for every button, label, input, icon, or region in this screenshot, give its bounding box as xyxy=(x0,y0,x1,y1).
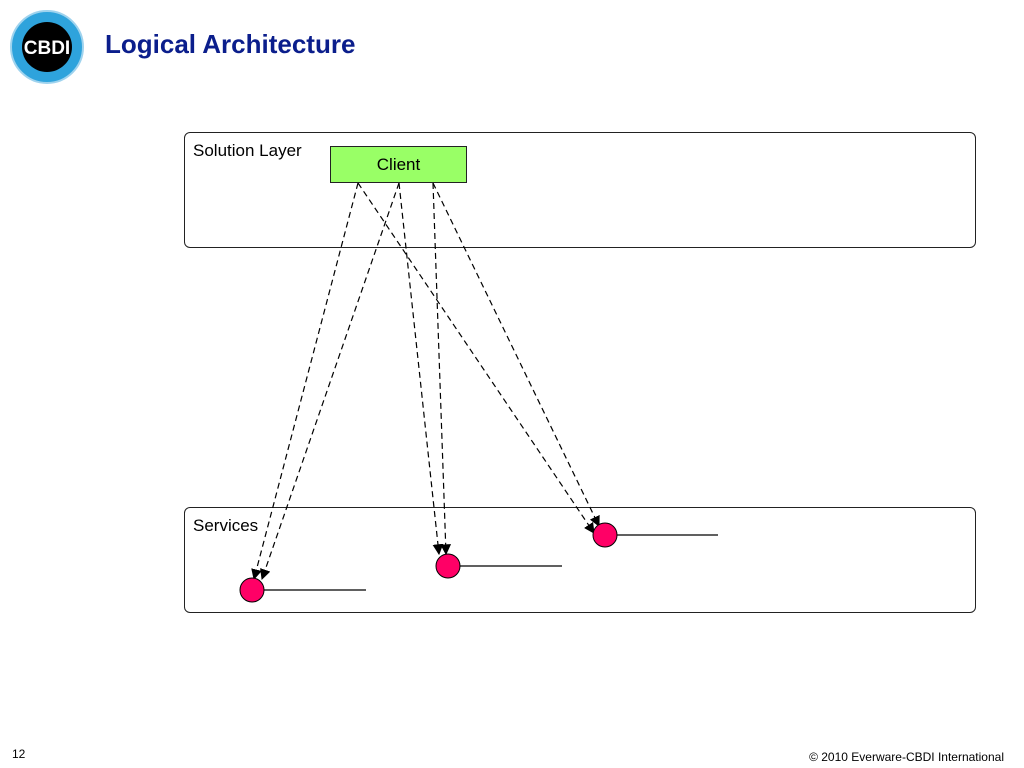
page-number: 12 xyxy=(12,747,26,761)
copyright-text: © 2010 Everware-CBDI International xyxy=(809,750,1004,764)
cbdi-logo: CBDI xyxy=(9,9,85,85)
slide-title: Logical Architecture xyxy=(105,29,356,59)
services-layer: Services xyxy=(184,507,976,613)
client-box: Client xyxy=(330,146,467,183)
solution-layer: Solution Layer xyxy=(184,132,976,248)
logo-text: CBDI xyxy=(24,38,70,59)
services-layer-label: Services xyxy=(193,516,259,535)
client-label: Client xyxy=(376,154,421,174)
solution-layer-label: Solution Layer xyxy=(193,141,302,160)
